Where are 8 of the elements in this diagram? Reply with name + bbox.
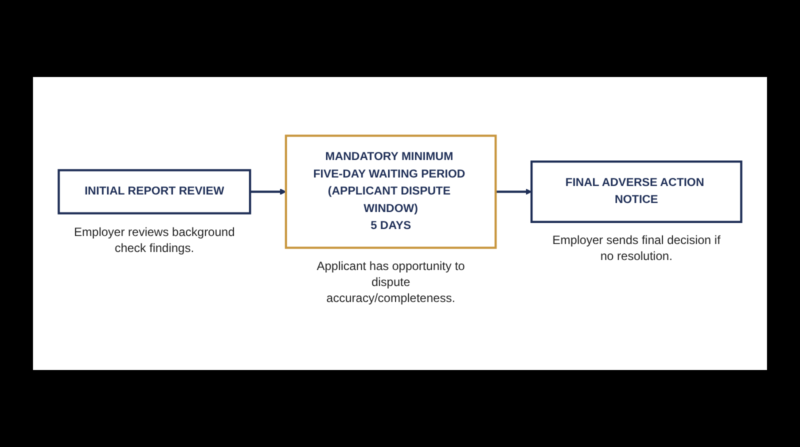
- node-box: FINAL ADVERSE ACTION NOTICE: [530, 160, 742, 224]
- node-caption: Employer sends final decision if no resolution.: [551, 232, 722, 264]
- node-caption: Employer reviews background check findings.: [73, 224, 236, 256]
- arrow: [250, 188, 286, 196]
- node-box: INITIAL REPORT REVIEW: [58, 169, 252, 215]
- node-caption: Applicant has opportunity to dispute accuracy/completeness.: [316, 258, 466, 306]
- arrow: [496, 188, 532, 196]
- node-box: MANDATORY MINIMUM FIVE-DAY WAITING PERIOD (APPLICANT DISPUTE WINDOW) 5 DAYS: [284, 134, 497, 250]
